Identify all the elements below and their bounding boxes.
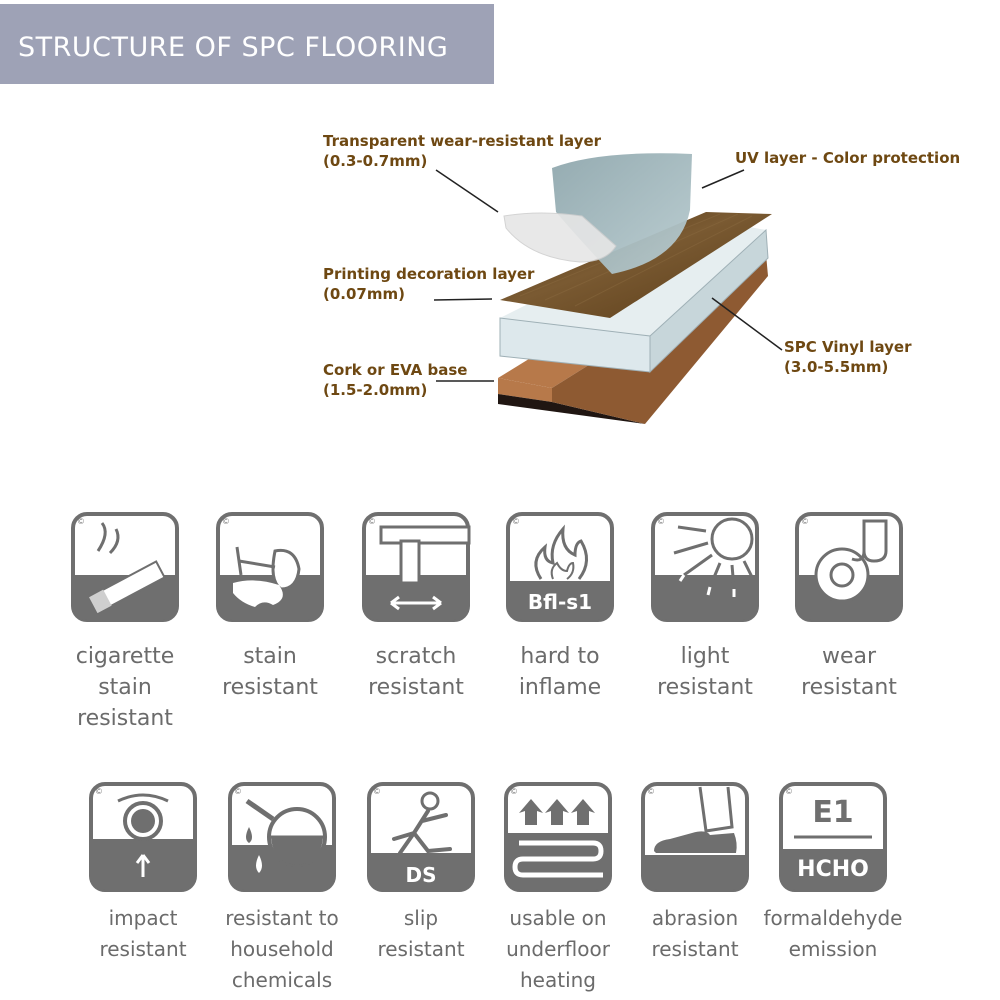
- light-tile: ©: [650, 511, 760, 623]
- svg-text:©: ©: [658, 517, 664, 526]
- abrasion-tile: ©: [640, 781, 750, 893]
- shoe-icon: ©: [641, 782, 749, 892]
- print-layer-label: Printing decoration layer(0.07mm): [323, 265, 535, 303]
- flame-icon: ©: [506, 512, 614, 622]
- svg-text:©: ©: [648, 787, 654, 796]
- svg-text:©: ©: [513, 517, 519, 526]
- e1-label-icon: ©: [779, 782, 887, 892]
- cigarette-stain-tile: ©: [70, 511, 180, 623]
- e1-badge: E1: [812, 795, 854, 830]
- chemicals-tile: ©: [227, 781, 337, 893]
- wear-layer-label: Transparent wear-resistant layer(0.3-0.7…: [323, 132, 602, 170]
- flame-tile: © Bfl-s1: [505, 511, 615, 623]
- svg-text:©: ©: [786, 787, 792, 796]
- heating-arrows-icon: ©: [504, 782, 612, 892]
- slipping-person-icon: ©: [367, 782, 475, 892]
- svg-text:©: ©: [374, 787, 380, 796]
- base-layer-label: Cork or EVA base(1.5-2.0mm): [323, 361, 468, 399]
- formaldehyde-tile: © E1 HCHO: [778, 781, 888, 893]
- page-title: STRUCTURE OF SPC FLOORING: [18, 32, 449, 63]
- wine-glass-icon: ©: [216, 512, 324, 622]
- cork-base-bottom: [498, 394, 645, 424]
- hcho-badge: HCHO: [797, 857, 869, 882]
- heating-tile: ©: [503, 781, 613, 893]
- wear-layer: [503, 212, 617, 263]
- chemical-flask-icon: ©: [228, 782, 336, 892]
- uv-layer-label: UV layer - Color protection: [735, 149, 961, 167]
- impact-tile: ©: [88, 781, 198, 893]
- wear-tile: ©: [794, 511, 904, 623]
- svg-text:©: ©: [96, 787, 102, 796]
- scratch-tile: ©: [361, 511, 471, 623]
- caster-wheel-icon: ©: [795, 512, 903, 622]
- title-banner: STRUCTURE OF SPC FLOORING: [0, 4, 494, 84]
- slip-tile: © DS: [366, 781, 476, 893]
- slip-badge: DS: [405, 863, 437, 887]
- svg-text:©: ©: [802, 517, 808, 526]
- cigarette-icon: ©: [71, 512, 179, 622]
- chair-leg-icon: ©: [362, 512, 471, 622]
- flame-badge: Bfl-s1: [527, 590, 593, 614]
- stain-tile: ©: [215, 511, 325, 623]
- sun-icon: ©: [651, 512, 759, 622]
- svg-text:©: ©: [511, 787, 517, 796]
- svg-text:©: ©: [235, 787, 241, 796]
- impact-ball-icon: ©: [89, 782, 197, 892]
- svg-text:©: ©: [78, 517, 84, 526]
- svg-text:©: ©: [369, 517, 375, 526]
- svg-text:©: ©: [223, 517, 229, 526]
- spc-layer-diagram: [433, 153, 783, 424]
- spc-core-side: [649, 228, 769, 374]
- spc-layer-label: SPC Vinyl layer(3.0-5.5mm): [784, 338, 912, 376]
